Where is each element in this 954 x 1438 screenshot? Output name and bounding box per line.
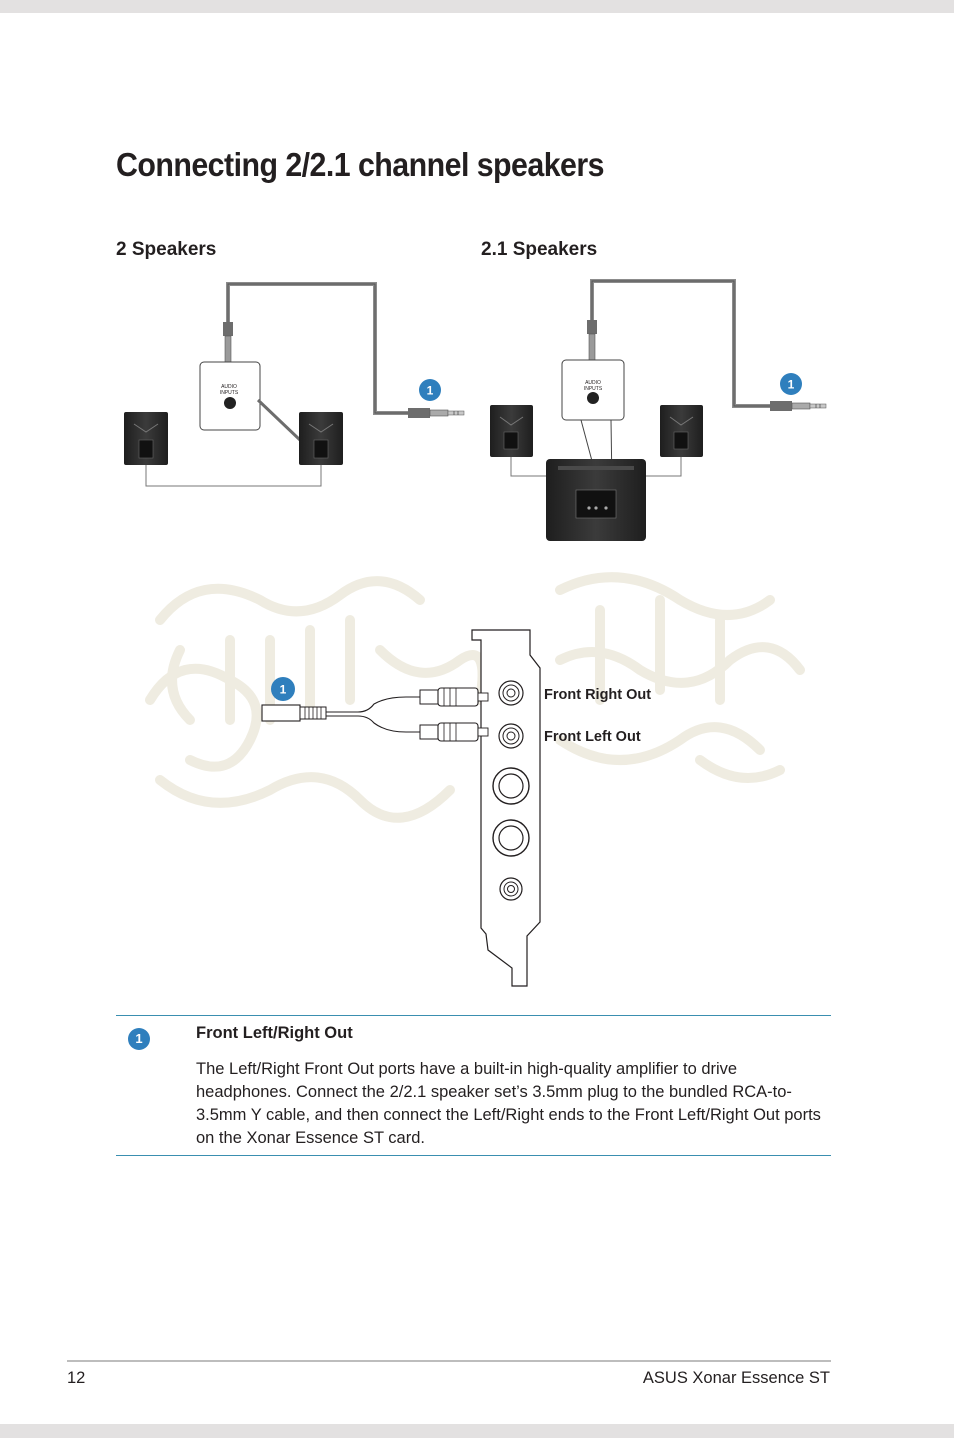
audio-inputs-label-21-line2: INPUTS: [584, 386, 603, 392]
page-number: 12: [67, 1369, 86, 1387]
plug-body-icon: [223, 322, 233, 336]
audio-jack-icon: [224, 397, 236, 409]
top-band: [0, 0, 954, 13]
audio-inputs-box: [199, 361, 261, 431]
audio-inputs-label-line1: AUDIO: [221, 384, 237, 390]
watermark-pattern: [145, 572, 805, 823]
footer-rule: [67, 1360, 831, 1362]
front-right-out-label: Front Right Out: [544, 687, 651, 703]
stereo-plug-icon-21: [770, 401, 827, 411]
document-name: ASUS Xonar Essence ST: [642, 1369, 830, 1387]
note-top-rule: [116, 1015, 831, 1016]
section-heading-2-speakers: 2 Speakers: [116, 239, 217, 260]
callout-number-card: 1: [280, 683, 287, 697]
two-one-speaker-diagram: AUDIO INPUTS 1: [490, 279, 827, 541]
callout-number-21: 1: [788, 378, 795, 392]
callout-badge-icon: [419, 379, 441, 401]
note-bottom-rule: [116, 1155, 831, 1156]
front-left-jack-icon: [498, 723, 524, 749]
bottom-band: [0, 1424, 954, 1438]
sound-card-bracket: [471, 629, 541, 987]
large-jack-icon: [492, 819, 530, 857]
audio-inputs-label-21-line1: AUDIO: [585, 380, 601, 386]
note-heading: Front Left/Right Out: [196, 1024, 353, 1042]
callout-number: 1: [427, 384, 434, 398]
callout-badge-icon-card: [271, 677, 295, 701]
two-speaker-diagram: AUDIO INPUTS 1: [124, 282, 465, 487]
section-heading-2-1-speakers: 2.1 Speakers: [481, 239, 598, 260]
y-cable: [261, 687, 489, 742]
page-title: Connecting 2/2.1 channel speakers: [116, 146, 605, 183]
callout-badge-icon-21: [780, 373, 802, 395]
front-right-jack-icon: [498, 680, 524, 706]
stereo-plug-icon: [408, 408, 465, 418]
note-number-badge: 1: [128, 1028, 150, 1050]
audio-jack-icon-21: [587, 392, 599, 404]
audio-inputs-label-line2: INPUTS: [220, 390, 239, 396]
small-jack-icon: [499, 877, 523, 901]
large-jack-icon: [492, 767, 530, 805]
note-body: The Left/Right Front Out ports have a bu…: [196, 1060, 821, 1147]
front-left-out-label: Front Left Out: [544, 729, 641, 745]
